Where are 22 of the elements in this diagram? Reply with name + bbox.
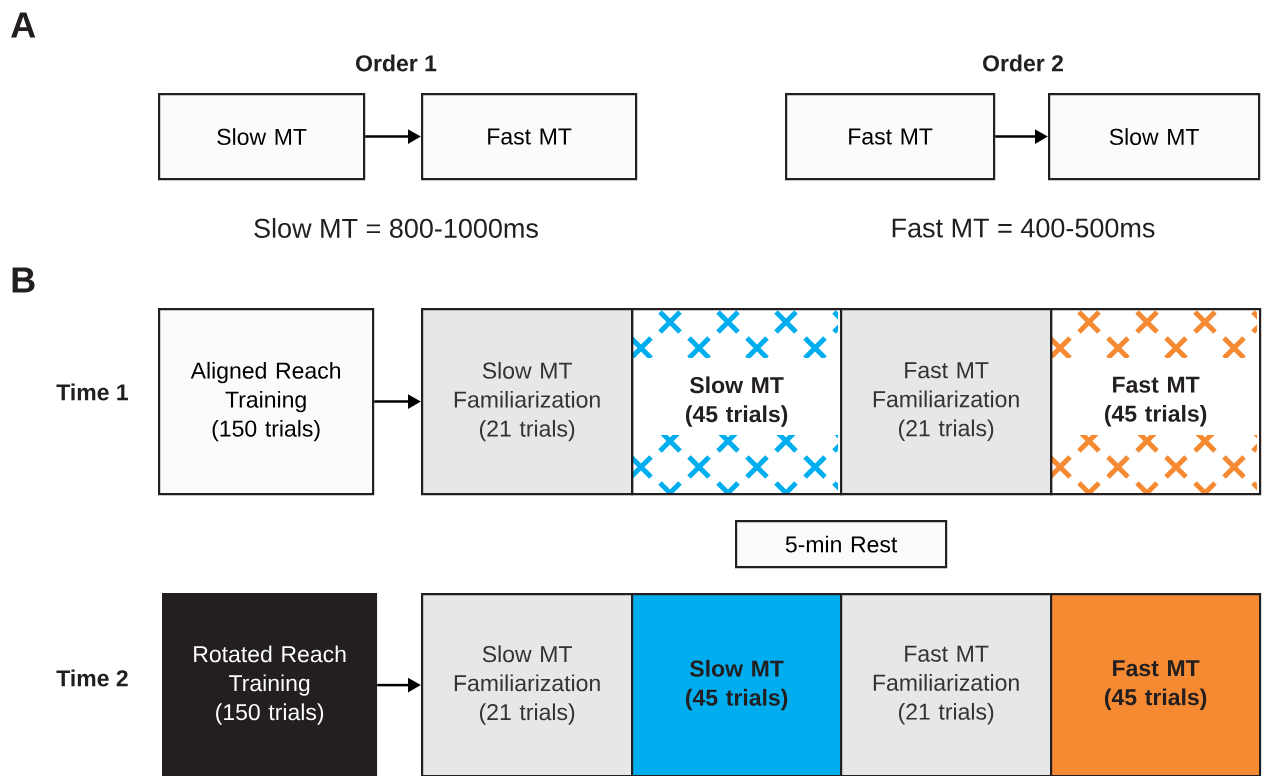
panel-letter: B — [12, 267, 35, 293]
trial-block: Slow MT (45 trials) — [631, 593, 843, 776]
panel-letter: A — [11, 12, 36, 38]
training-box: Rotated Reach Training (150 trials) — [162, 593, 378, 776]
step-box: Slow MT — [1048, 93, 1261, 181]
familiarization-block: Slow MT Familiarization (21 trials) — [421, 308, 634, 496]
familiarization-block: Slow MT Familiarization (21 trials) — [421, 593, 634, 776]
step-box: Aligned Reach Training (150 trials) — [158, 308, 375, 496]
trial-block: Fast MT (45 trials) — [1050, 308, 1262, 496]
order-heading: Order 1 — [356, 54, 437, 72]
duration-note: Fast MT = 400-500ms — [892, 218, 1155, 238]
order-heading: Order 2 — [983, 54, 1063, 72]
step-box: Fast MT — [785, 93, 996, 181]
familiarization-block: Fast MT Familiarization (21 trials) — [840, 308, 1053, 496]
step-box: Slow MT — [158, 93, 366, 181]
step-box: 5-min Rest — [735, 520, 948, 569]
familiarization-block: Fast MT Familiarization (21 trials) — [840, 593, 1053, 776]
row-label: Time 1 — [56, 383, 128, 401]
duration-note: Slow MT = 800-1000ms — [254, 218, 538, 238]
row-label: Time 2 — [56, 669, 128, 687]
step-box: Fast MT — [421, 93, 638, 181]
trial-block: Fast MT (45 trials) — [1050, 593, 1262, 776]
